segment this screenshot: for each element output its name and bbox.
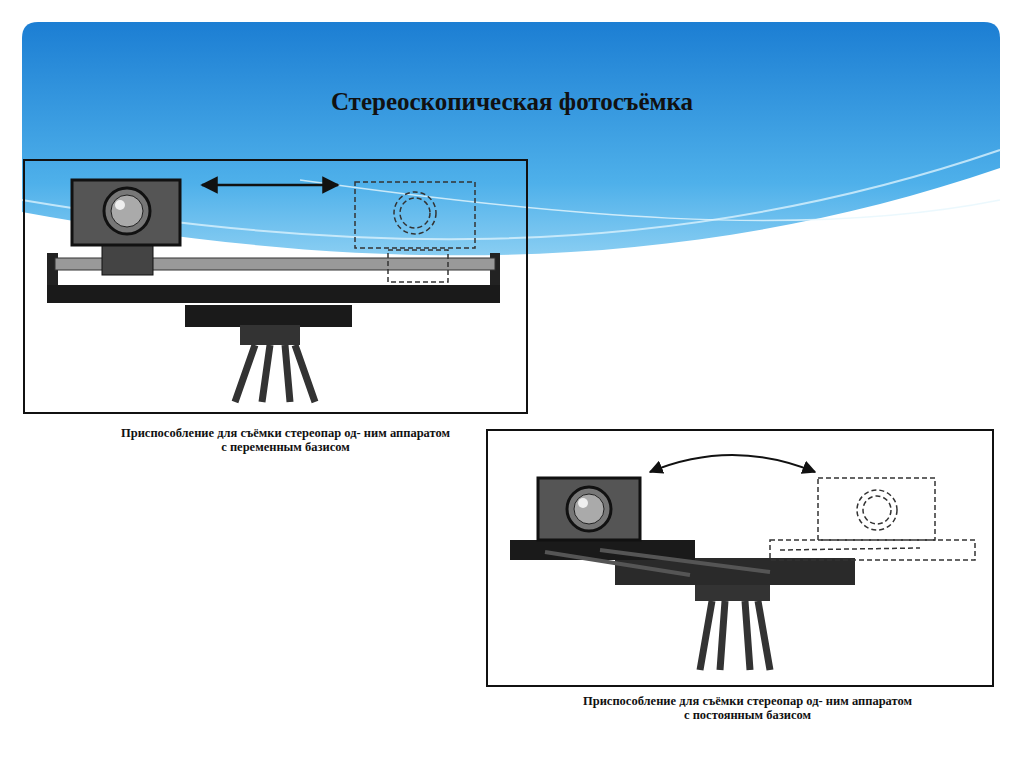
slide-background: [22, 22, 1000, 292]
figure-caption: Приспособление для съёмки стереопар од- …: [118, 426, 453, 454]
figure-caption: Приспособление для съёмки стереопар од- …: [580, 694, 915, 722]
variable-base-device: [24, 160, 527, 413]
slide-title: Стереоскопическая фотосъёмка: [0, 88, 1024, 116]
constant-base-device: [487, 430, 993, 686]
